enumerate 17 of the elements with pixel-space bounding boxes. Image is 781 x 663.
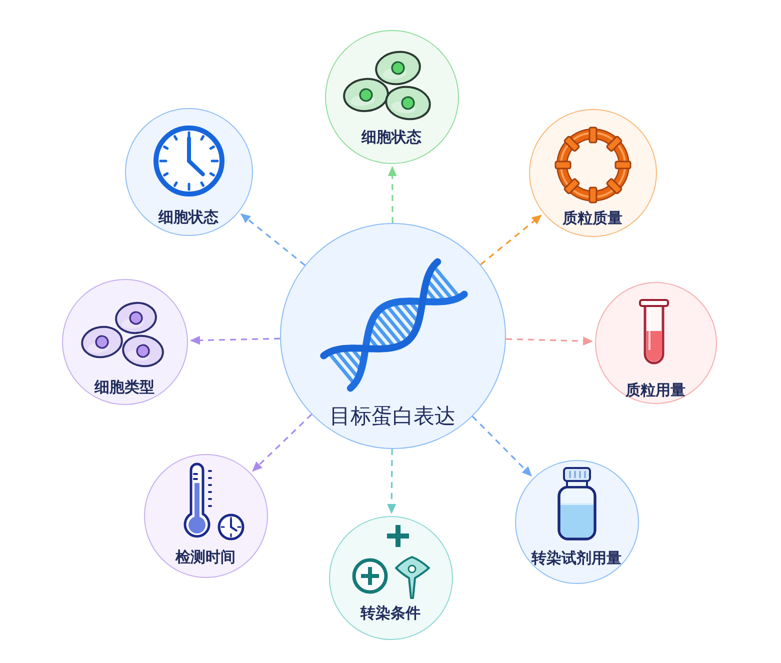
node-label: 细胞类型 (94, 378, 154, 396)
arrow (480, 214, 542, 266)
arrow (240, 213, 306, 266)
node-label: 检测时间 (176, 548, 236, 566)
node-label: 转染试剂用量 (532, 548, 622, 566)
node-label: 细胞状态 (362, 128, 422, 146)
node-label: 质粒用量 (626, 380, 686, 398)
node-label: 细胞状态 (158, 208, 218, 226)
arrow (388, 166, 397, 223)
node-label: 质粒质量 (562, 208, 622, 226)
arrow (472, 416, 532, 476)
arrow (252, 414, 312, 472)
node-label: 目标蛋白表达 (330, 404, 456, 430)
arrow (506, 336, 594, 346)
node-label: 转染条件 (360, 604, 420, 622)
arrow (387, 449, 396, 514)
arrow (190, 336, 280, 345)
